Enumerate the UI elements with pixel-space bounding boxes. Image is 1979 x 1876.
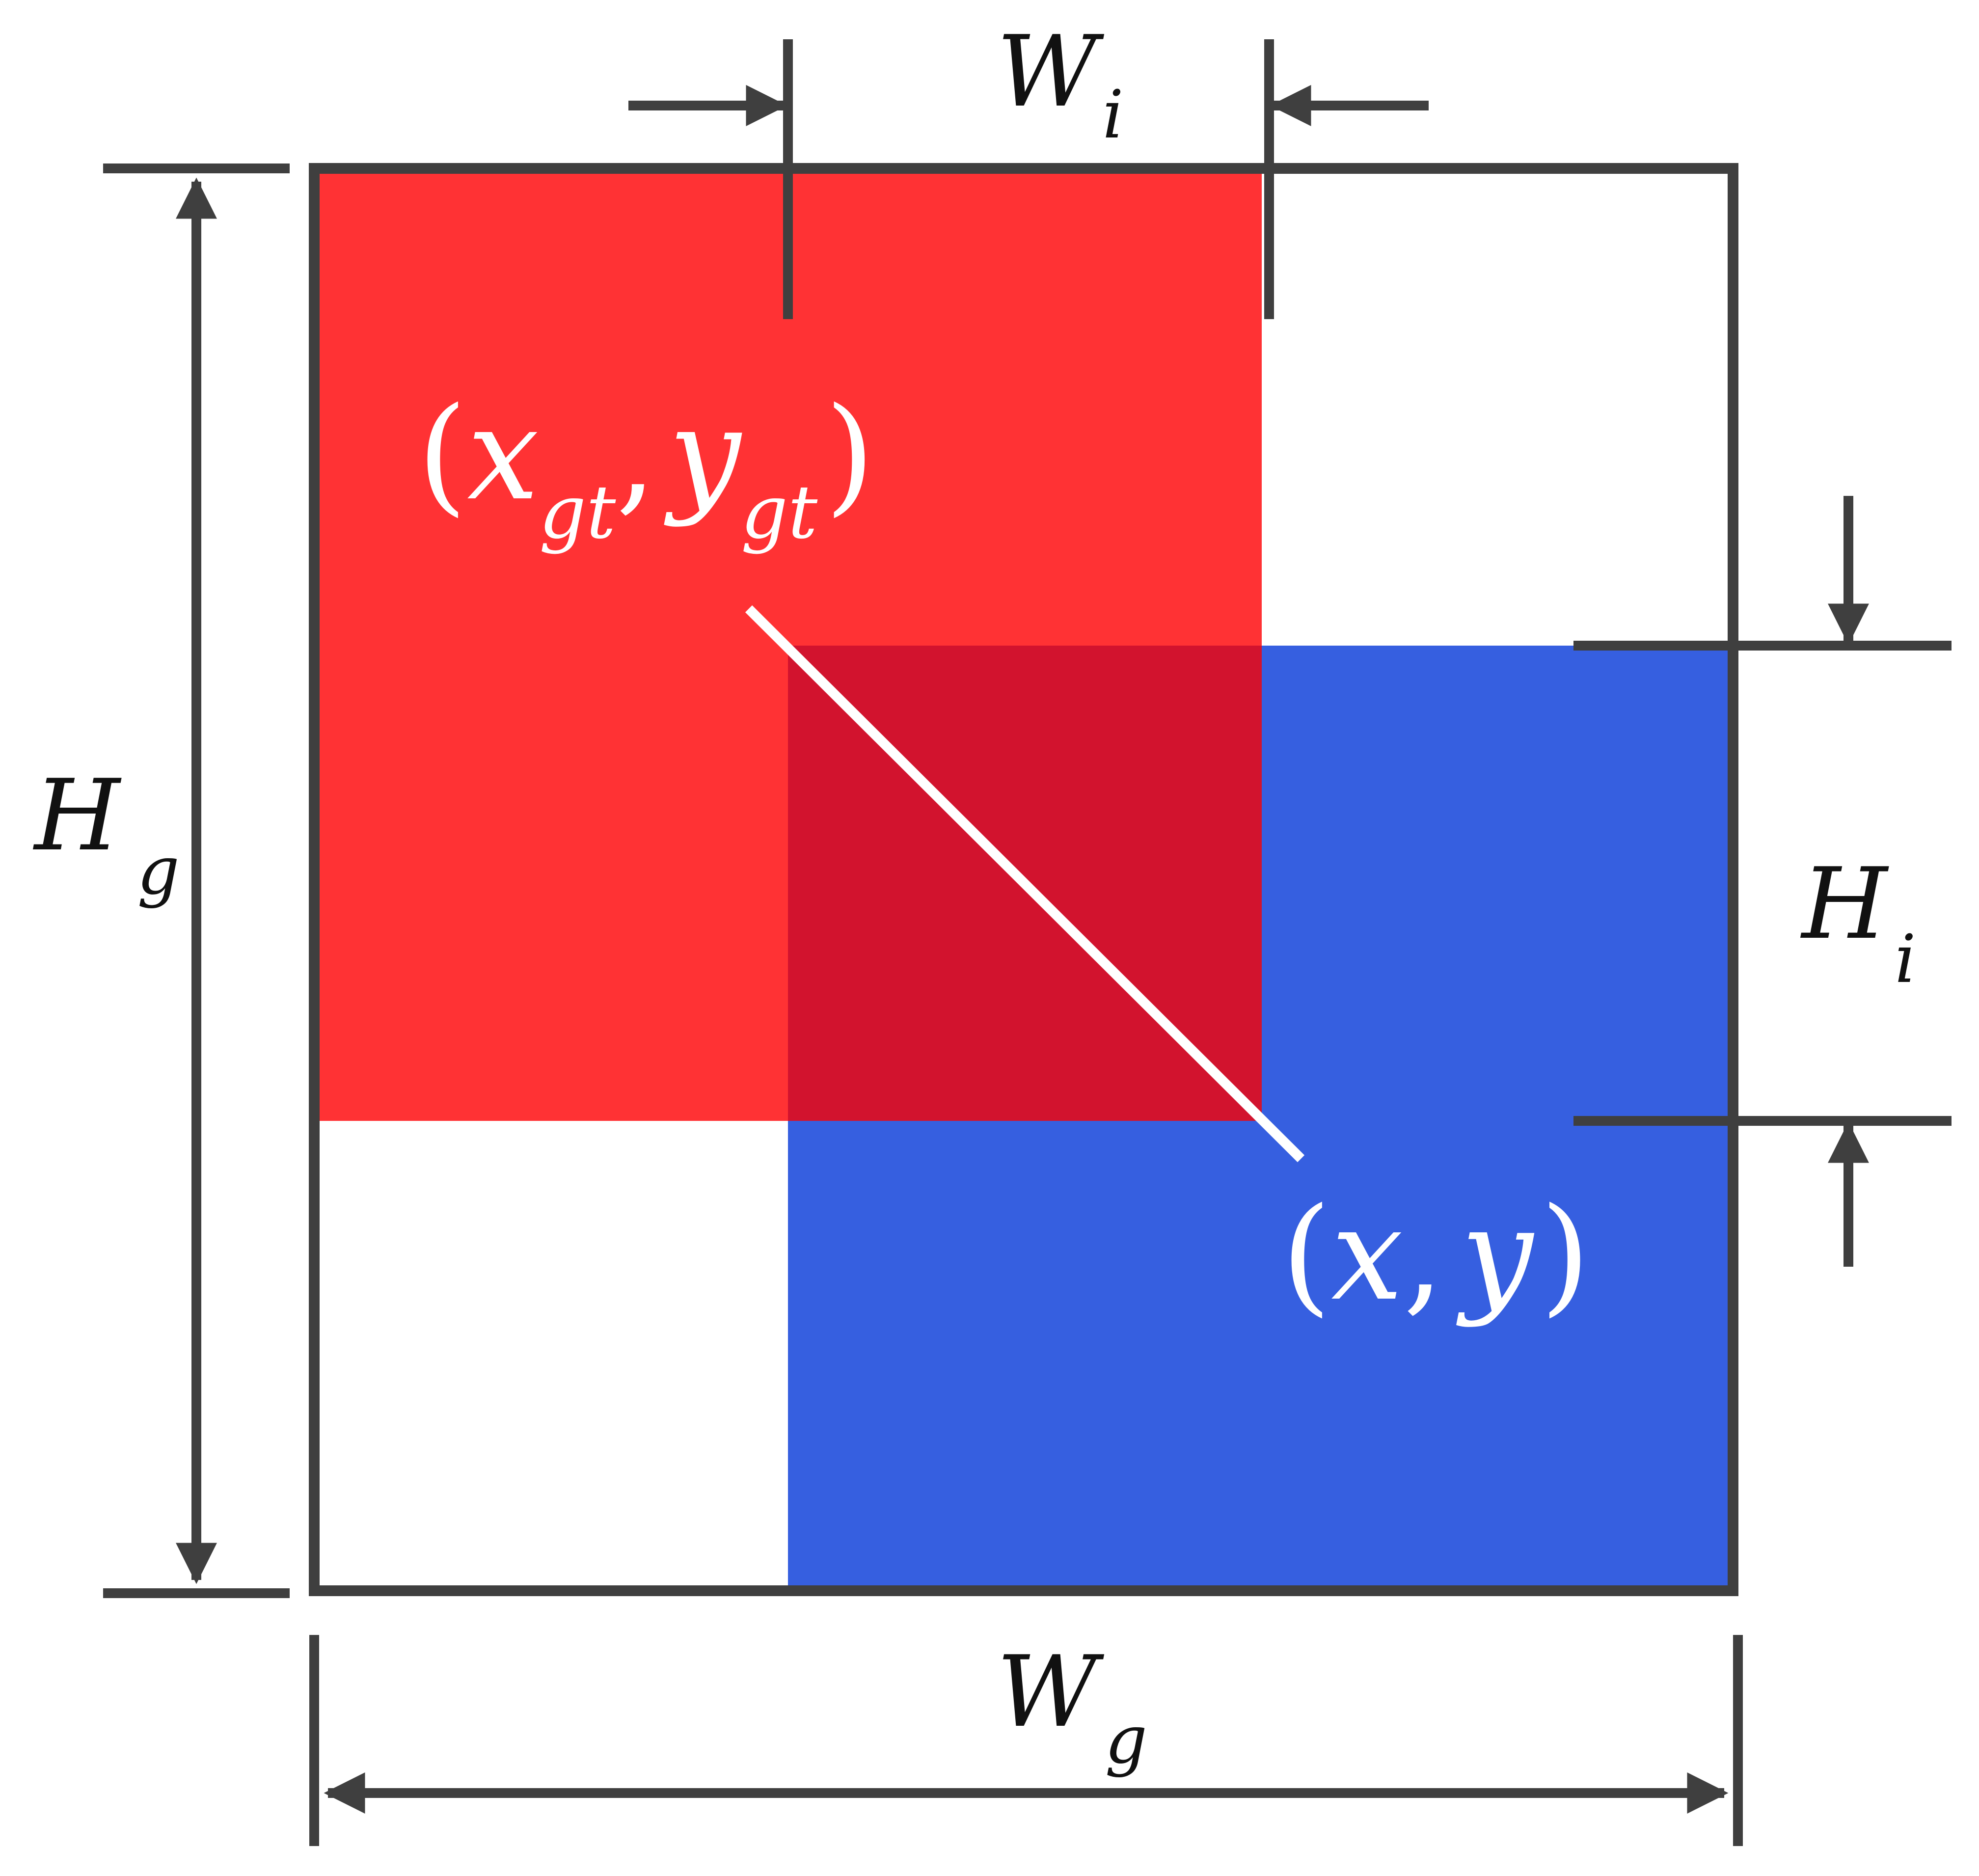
label-w-i: Wi xyxy=(997,15,1124,153)
center-distance-line xyxy=(745,605,1305,1163)
enclosing-box-outline xyxy=(309,163,1738,1596)
label-ground-truth-center: (xgt,ygt) xyxy=(417,381,875,555)
label-predicted-center: (x,y) xyxy=(1281,1181,1590,1329)
